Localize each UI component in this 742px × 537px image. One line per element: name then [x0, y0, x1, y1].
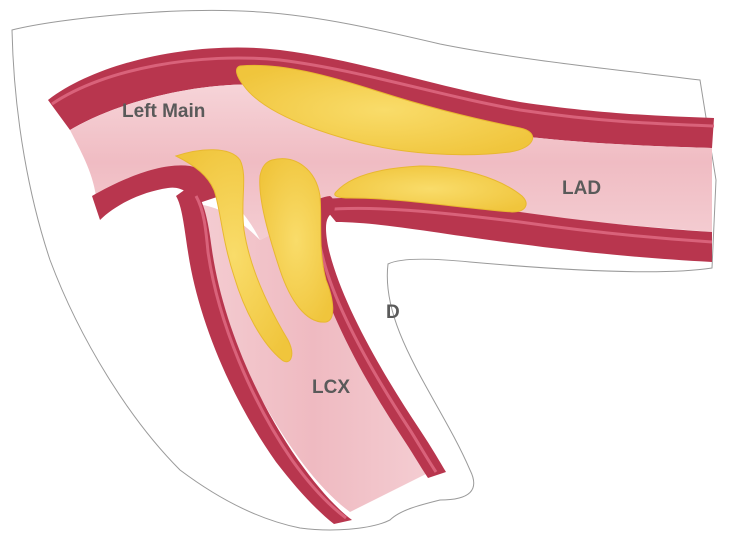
label-d-partial: D — [386, 302, 400, 323]
label-lcx: LCX — [312, 377, 350, 398]
label-left-main: Left Main — [122, 101, 205, 122]
label-lad: LAD — [562, 178, 601, 199]
